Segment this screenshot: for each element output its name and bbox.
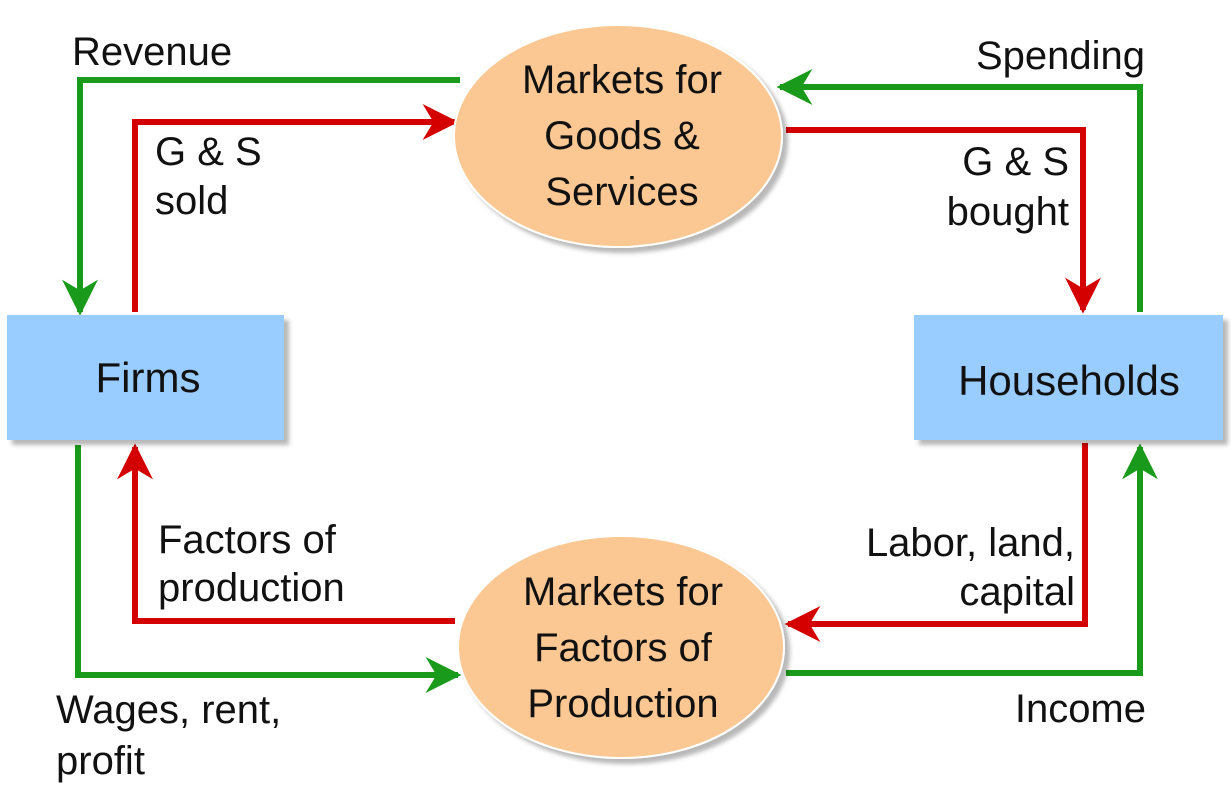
goods-market-label-line1: Markets for: [522, 58, 722, 102]
labor-label-line1: Labor, land,: [866, 521, 1075, 565]
households-label: Households: [958, 357, 1180, 404]
goods-market-label-line2: Goods &: [544, 114, 700, 158]
gs-sold-label-line1: G & S: [155, 130, 262, 174]
firms-label: Firms: [96, 354, 201, 401]
factor-market-label-line1: Markets for: [523, 570, 723, 614]
gs-sold-label-line2: sold: [155, 179, 228, 223]
goods-market-label-line3: Services: [545, 170, 698, 214]
firms-node: Firms: [7, 315, 284, 440]
factor-market-label-line2: Factors of: [534, 626, 713, 670]
households-node: Households: [914, 315, 1223, 440]
gs-sold-flow-arrow: [132, 104, 459, 312]
wages-label-line2: profit: [56, 739, 145, 783]
labor-flow-arrow: [784, 443, 1088, 642]
factors-label-line2: production: [158, 566, 345, 610]
income-label: Income: [1015, 687, 1146, 731]
gs-bought-flow-arrow: [786, 127, 1101, 314]
gs-bought-label-line2: bought: [947, 190, 1069, 234]
revenue-flow-arrow: [62, 77, 460, 316]
goods-market-node: Markets for Goods & Services: [453, 24, 783, 248]
spending-flow-arrow: [776, 69, 1143, 312]
labor-label-line2: capital: [959, 570, 1075, 614]
factors-label-line1: Factors of: [158, 518, 337, 562]
wages-label-line1: Wages, rent,: [56, 688, 281, 732]
gs-bought-label-line1: G & S: [962, 140, 1069, 184]
revenue-label: Revenue: [72, 30, 232, 74]
factor-market-node: Markets for Factors of Production: [457, 535, 785, 759]
factor-market-label-line3: Production: [527, 682, 718, 726]
factors-flow-arrow: [117, 443, 455, 624]
wages-flow-arrow: [75, 445, 462, 693]
income-flow-arrow: [786, 443, 1158, 676]
spending-label: Spending: [976, 34, 1145, 78]
